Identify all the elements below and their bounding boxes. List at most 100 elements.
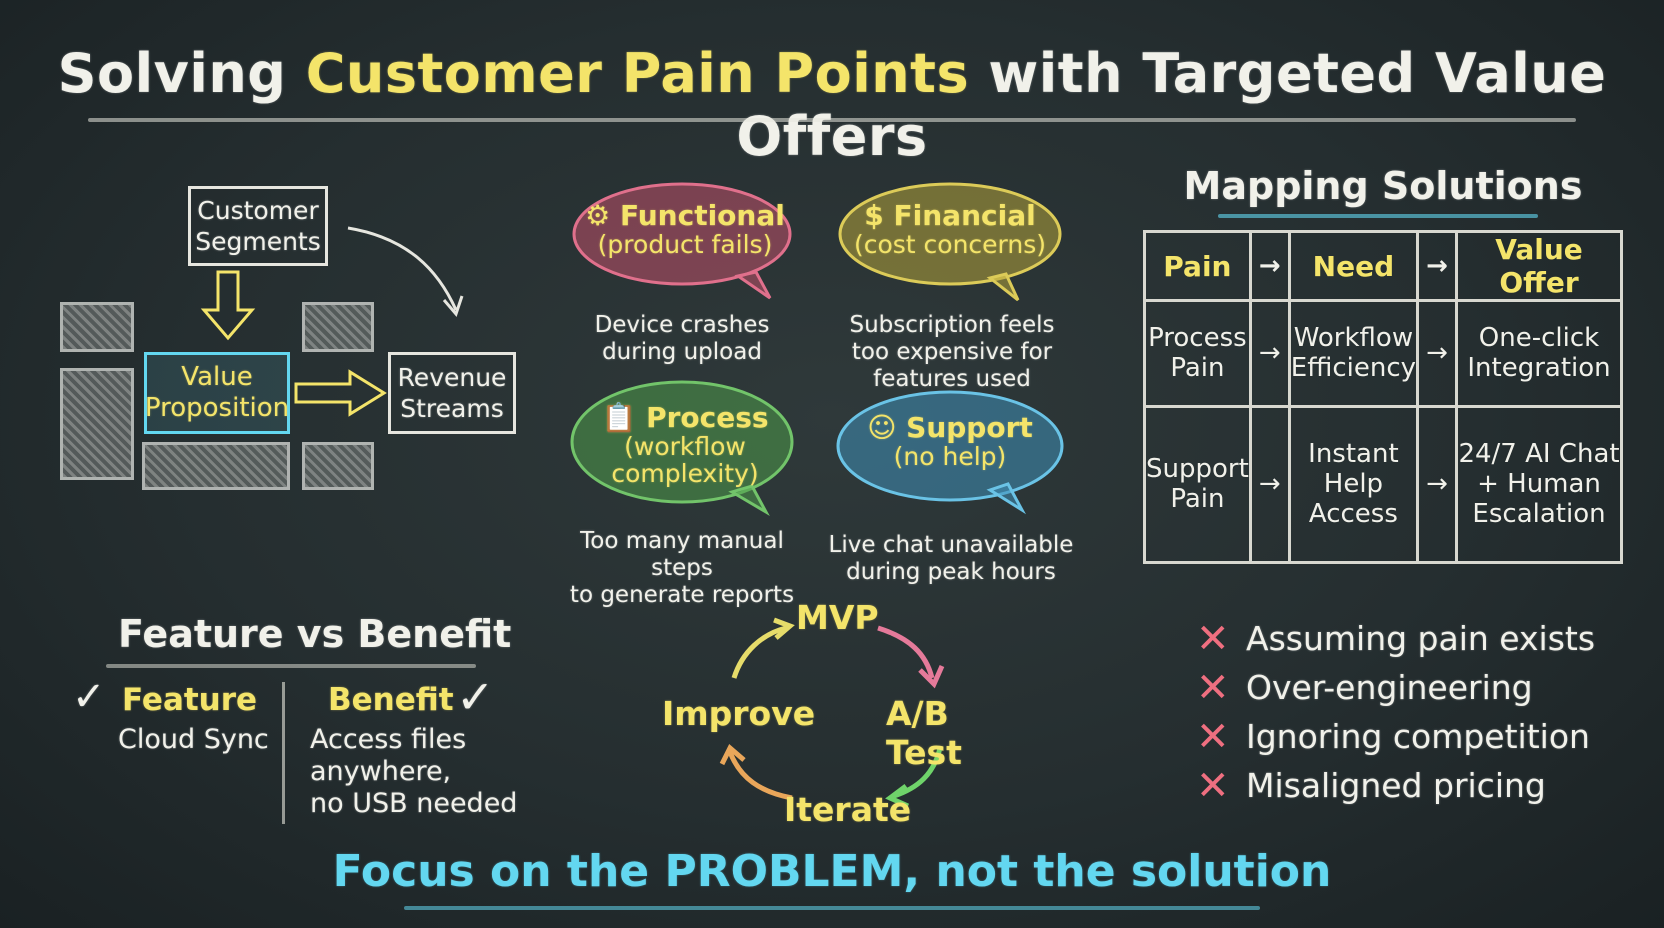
title-part-1: Solving xyxy=(57,42,306,105)
pain-types: ⚙ Functional (product fails) Device cras… xyxy=(570,180,1100,608)
mistake-text: Assuming pain exists xyxy=(1246,619,1596,658)
footer-emphasis: PROBLEM xyxy=(664,846,904,897)
feature-benefit: Feature vs Benefit ✓ Feature Cloud Sync … xyxy=(66,612,526,832)
mistake-text: Misaligned pricing xyxy=(1246,766,1546,805)
x-icon: ✕ xyxy=(1196,762,1230,809)
feature-benefit-heading: Feature vs Benefit xyxy=(118,612,512,656)
mapping-header-row: Pain → Need → Value Offer xyxy=(1143,230,1623,302)
customer-segments-box: Customer Segments xyxy=(188,186,328,266)
financial-bubble xyxy=(838,182,1062,302)
table-cell: Process Pain xyxy=(1143,299,1252,408)
footer-message: Focus on the PROBLEM, not the solution xyxy=(0,846,1664,897)
functional-bubble xyxy=(572,182,792,300)
canvas-block xyxy=(142,442,290,490)
functional-subtitle: (product fails) xyxy=(597,230,773,259)
arrow-icon: → xyxy=(1416,230,1459,302)
x-icon: ✕ xyxy=(1196,615,1230,662)
cycle-arrow-iterate-to-improve xyxy=(727,751,793,801)
feature-text: Cloud Sync xyxy=(118,724,269,755)
list-item: ✕ Assuming pain exists xyxy=(1196,614,1636,663)
cycle-arrows xyxy=(719,617,945,809)
process-example: Too many manual steps to generate report… xyxy=(569,528,795,608)
arrow-icon: → xyxy=(1416,299,1459,408)
chat-face-icon: ☺ xyxy=(867,411,907,444)
support-bubble xyxy=(836,390,1064,515)
gear-icon: ⚙ xyxy=(585,199,620,232)
cycle-arrow-ab-to-iterate xyxy=(893,747,943,799)
financial-bubble-text: $ Financial (cost concerns) xyxy=(842,200,1058,258)
footer-text-1: Focus on the xyxy=(332,846,665,897)
curved-arrow xyxy=(347,226,458,311)
benefit-text: Access files anywhere, no USB needed xyxy=(310,724,518,819)
canvas-block xyxy=(302,442,374,490)
header-need: Need xyxy=(1287,230,1420,302)
table-cell: Workflow Efficiency xyxy=(1287,299,1420,408)
footer-underline xyxy=(404,906,1260,910)
process-title: 📋 Process xyxy=(601,401,769,434)
table-cell: One-click Integration xyxy=(1455,299,1623,408)
bubble-shapes xyxy=(570,182,1064,517)
header-value-offer: Value Offer xyxy=(1455,230,1623,302)
mapping-heading: Mapping Solutions xyxy=(1183,164,1583,208)
x-icon: ✕ xyxy=(1196,664,1230,711)
process-bubble xyxy=(570,380,794,517)
support-bubble-text: ☺ Support (no help) xyxy=(842,412,1058,470)
table-cell: Instant Help Access xyxy=(1287,404,1420,565)
feature-benefit-underline xyxy=(106,664,476,668)
list-item: ✕ Over-engineering xyxy=(1196,663,1636,712)
x-icon: ✕ xyxy=(1196,713,1230,760)
footer-text-2: , not the solution xyxy=(903,846,1332,897)
canvas-block xyxy=(302,302,374,352)
mistake-text: Over-engineering xyxy=(1246,668,1533,707)
cycle-step-iterate: Iterate xyxy=(784,790,912,829)
clipboard-icon: 📋 xyxy=(601,401,647,434)
functional-bubble-text: ⚙ Functional (product fails) xyxy=(580,200,790,258)
financial-subtitle: (cost concerns) xyxy=(853,230,1047,259)
list-item: ✕ Ignoring competition xyxy=(1196,712,1636,761)
title-highlight: Customer Pain Points xyxy=(305,42,970,105)
check-icon: ✓ xyxy=(72,674,106,720)
header-pain: Pain xyxy=(1143,230,1252,302)
mapping-underline xyxy=(1218,214,1538,218)
financial-title: $ Financial xyxy=(864,199,1036,232)
iteration-cycle: MVP A/B Test Iterate Improve xyxy=(650,598,1030,838)
cycle-arrow-mvp-to-ab xyxy=(877,625,935,679)
down-arrow xyxy=(200,270,256,341)
support-subtitle: (no help) xyxy=(893,442,1007,471)
benefit-label: Benefit xyxy=(328,682,454,718)
arrow-icon: → xyxy=(1248,404,1291,565)
value-proposition-box: Value Proposition xyxy=(144,352,290,434)
mapping-table: Pain → Need → Value Offer Process Pain →… xyxy=(1143,230,1623,565)
canvas-block xyxy=(60,302,134,352)
mistake-text: Ignoring competition xyxy=(1246,717,1590,756)
support-title: ☺ Support xyxy=(867,411,1033,444)
functional-example: Device crashes during upload xyxy=(594,312,770,365)
canvas-block xyxy=(60,368,134,480)
table-cell: 24/7 AI Chat + Human Escalation xyxy=(1455,404,1623,565)
table-row: Process Pain → Workflow Efficiency → One… xyxy=(1143,299,1623,408)
process-bubble-text: 📋 Process (workflow complexity) xyxy=(580,402,790,487)
page-title: Solving Customer Pain Points with Target… xyxy=(0,42,1664,168)
table-row: Support Pain → Instant Help Access → 24/… xyxy=(1143,404,1623,565)
arrow-icon: → xyxy=(1248,230,1291,302)
arrow-icon: → xyxy=(1416,404,1459,565)
canvas-diagram: Customer Segments Value Proposition Reve… xyxy=(58,180,558,500)
cycle-arrow-improve-to-mvp xyxy=(731,625,787,679)
functional-title: ⚙ Functional xyxy=(585,199,785,232)
table-cell: Support Pain xyxy=(1143,404,1252,565)
cycle-step-mvp: MVP xyxy=(796,598,879,637)
canvas-arrows xyxy=(200,226,464,417)
right-arrow xyxy=(294,369,387,417)
title-part-2: with Targeted Value Offers xyxy=(736,42,1607,168)
cycle-step-improve: Improve xyxy=(662,694,816,733)
list-item: ✕ Misaligned pricing xyxy=(1196,761,1636,810)
financial-example: Subscription feels too expensive for fea… xyxy=(849,312,1055,392)
revenue-streams-box: Revenue Streams xyxy=(388,352,516,434)
divider xyxy=(282,682,285,824)
process-subtitle: (workflow complexity) xyxy=(611,432,759,488)
arrow-icon: → xyxy=(1248,299,1291,408)
feature-label: Feature xyxy=(122,682,258,718)
mistakes-list: ✕ Assuming pain exists ✕ Over-engineerin… xyxy=(1196,614,1636,810)
cycle-step-ab-test: A/B Test xyxy=(886,694,962,772)
